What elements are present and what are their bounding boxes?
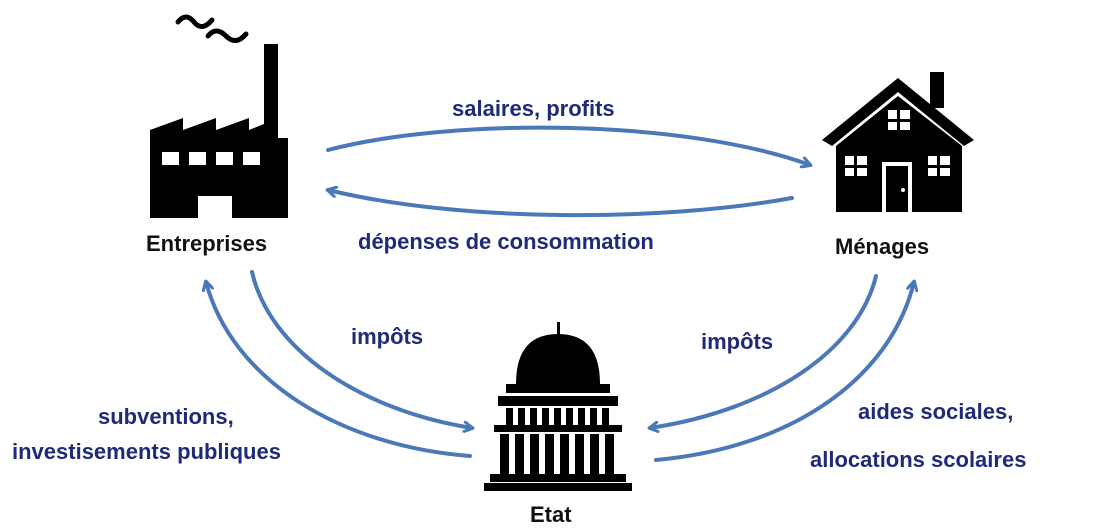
- node-label-etat: Etat: [530, 502, 572, 527]
- house-icon: [822, 72, 974, 212]
- node-label-menages: Ménages: [835, 234, 930, 259]
- flow-label-subventions-line2: investisements publiques: [12, 439, 281, 464]
- government-building-icon: [484, 322, 632, 491]
- flow-label-depenses-consommation: dépenses de consommation: [358, 229, 654, 254]
- factory-icon: [150, 14, 288, 218]
- flow-label-impots-entreprises: impôts: [351, 324, 424, 349]
- flow-label-salaires-profits: salaires, profits: [452, 96, 615, 121]
- arrow-salaires-profits: [326, 125, 810, 165]
- flow-label-subventions-line1: subventions,: [98, 404, 234, 429]
- arrow-subventions: [206, 282, 472, 458]
- flow-label-allocations-scolaires: allocations scolaires: [810, 447, 1027, 472]
- arrow-aides-sociales: [654, 282, 914, 462]
- arrow-impots-menages: [650, 274, 878, 428]
- flow-label-impots-menages: impôts: [701, 329, 774, 354]
- arrow-depenses-consommation: [328, 190, 794, 218]
- arrow-impots-entreprises: [250, 270, 472, 428]
- flow-label-aides-sociales: aides sociales,: [858, 399, 1014, 424]
- node-label-entreprises: Entreprises: [146, 231, 268, 256]
